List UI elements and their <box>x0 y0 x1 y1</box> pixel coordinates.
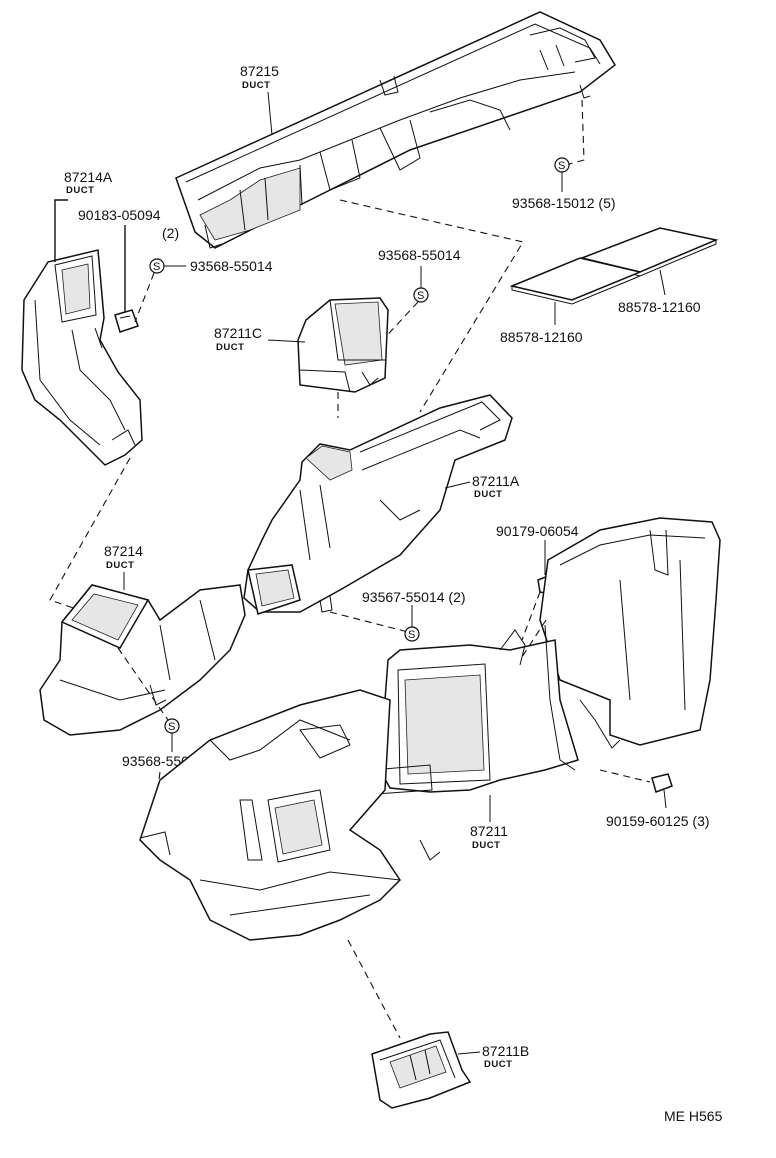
label-88578-12160-a: 88578-12160 <box>618 299 701 315</box>
label-87214a: 87214A <box>64 169 113 185</box>
duct-87215 <box>175 11 616 249</box>
label-87214-sub: DUCT <box>106 560 134 571</box>
screw-symbol-mid: S <box>413 287 429 303</box>
label-87215-sub: DUCT <box>242 80 270 91</box>
screw-symbol-right: S <box>554 157 570 173</box>
label-87214a-sub: DUCT <box>66 185 94 196</box>
label-90183-05094: 90183-05094 <box>78 207 161 223</box>
label-90159-60125: 90159-60125 (3) <box>606 813 710 829</box>
screw-symbol-lower: S <box>164 718 180 734</box>
pad-88578-b <box>509 257 643 305</box>
clip-90183 <box>114 309 139 333</box>
label-87211c-sub: DUCT <box>216 342 244 353</box>
duct-87211b <box>371 1031 472 1109</box>
label-93567-55014: 93567-55014 (2) <box>362 589 466 605</box>
label-87211: 87211 <box>470 823 508 839</box>
label-87211-sub: DUCT <box>472 840 500 851</box>
label-88578-12160-b: 88578-12160 <box>500 329 583 345</box>
duct-87211 <box>139 517 721 941</box>
label-87211c: 87211C <box>214 325 262 341</box>
duct-87211c <box>297 297 389 393</box>
duct-87211a <box>243 394 513 615</box>
svg-text:S: S <box>417 290 424 302</box>
label-90179-06054: 90179-06054 <box>496 523 579 539</box>
svg-text:S: S <box>153 261 160 273</box>
label-87211a-sub: DUCT <box>474 489 502 500</box>
label-93568-55014-mid: 93568-55014 <box>378 247 461 263</box>
label-87211a: 87211A <box>472 473 520 489</box>
label-87211b: 87211B <box>482 1043 529 1059</box>
label-90183-qty: (2) <box>162 225 179 241</box>
duct-87214a <box>21 249 143 466</box>
svg-text:S: S <box>408 629 415 641</box>
label-87211b-sub: DUCT <box>484 1059 512 1070</box>
svg-text:S: S <box>168 721 175 733</box>
label-87215: 87215 <box>240 63 279 79</box>
bolt-90159 <box>651 773 673 809</box>
label-93568-15012: 93568-15012 (5) <box>512 195 616 211</box>
reference-code: ME H565 <box>664 1108 723 1124</box>
svg-text:S: S <box>558 160 565 172</box>
label-93568-55014-left: 93568-55014 <box>190 258 273 274</box>
duct-87214 <box>39 584 246 736</box>
label-87214: 87214 <box>104 543 143 559</box>
screw-symbol-93567: S <box>404 626 420 642</box>
screw-symbol-left: S <box>149 258 165 274</box>
